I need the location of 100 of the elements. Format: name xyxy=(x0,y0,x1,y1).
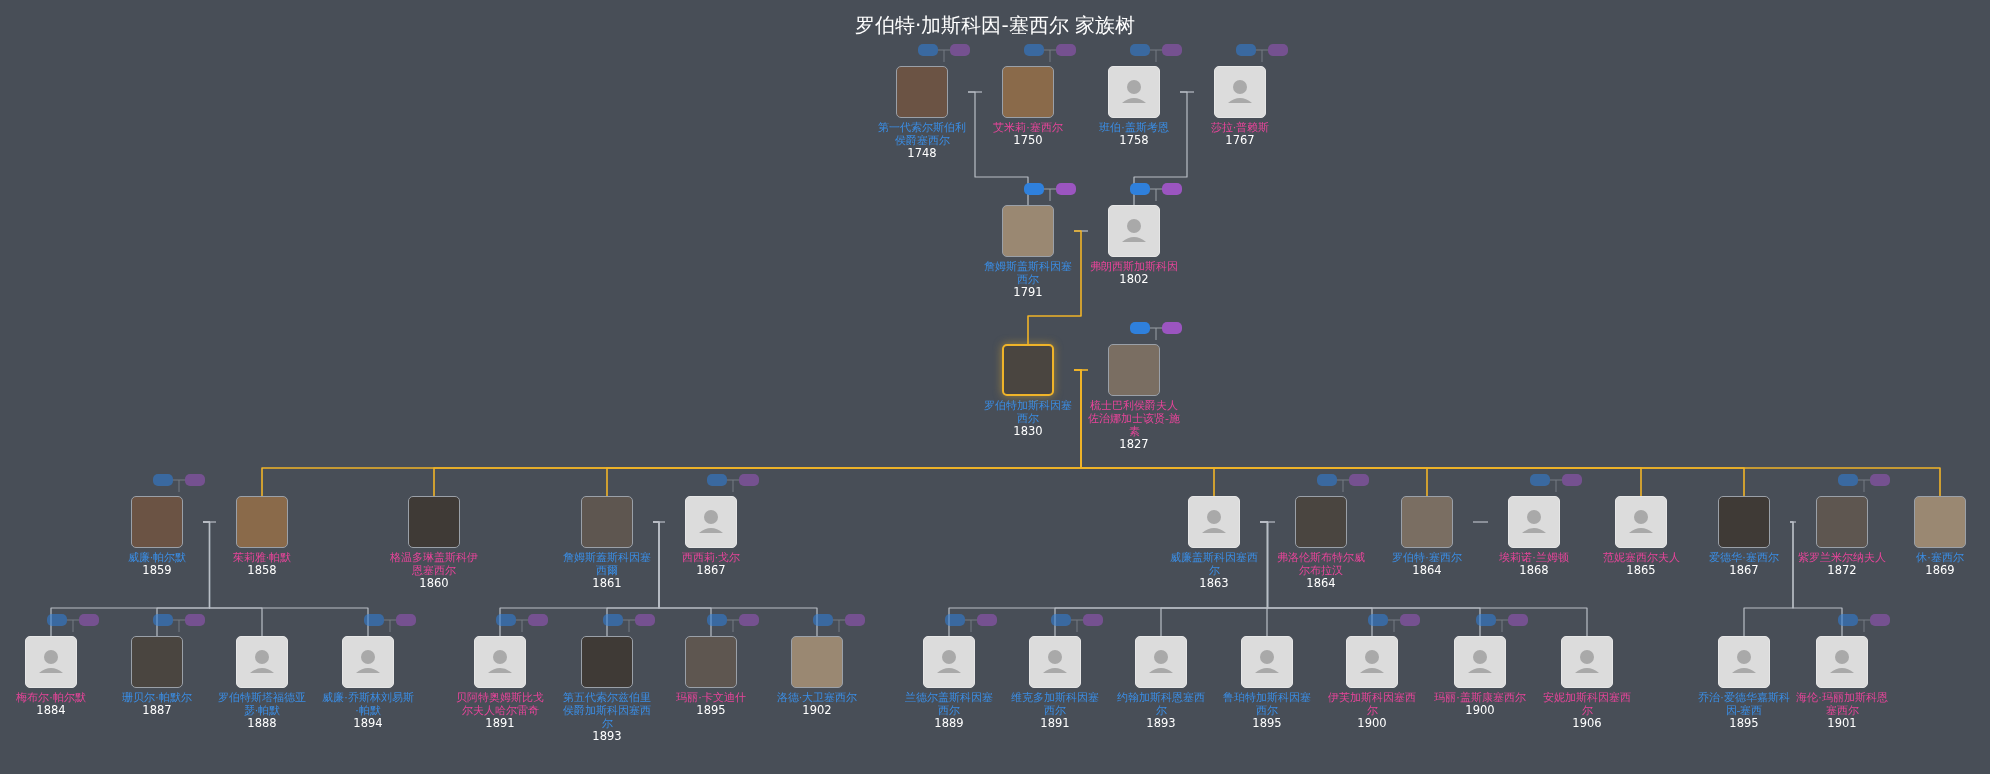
person-name: 弗朗西斯加斯科因 xyxy=(1089,260,1179,273)
person-card xyxy=(982,205,1074,299)
person-card xyxy=(1221,636,1313,730)
person-name: 威廉盖斯科因塞西尔 xyxy=(1169,551,1259,577)
person-card xyxy=(1698,636,1790,730)
birth-year: 1902 xyxy=(801,704,833,717)
person-name: 鲁珀特加斯科因塞西尔 xyxy=(1222,691,1312,717)
birth-year: 1891 xyxy=(484,717,516,730)
person-card xyxy=(1796,636,1888,730)
birth-year: 1861 xyxy=(591,577,623,590)
person-card xyxy=(1115,636,1207,730)
person-name: 班伯·盖斯考恩 xyxy=(1098,121,1170,134)
person-name: 玛丽·盖斯康塞西尔 xyxy=(1434,691,1526,704)
birth-year: 1901 xyxy=(1826,717,1858,730)
birth-year: 1791 xyxy=(1012,286,1044,299)
person-name: 玛丽·卡文迪什 xyxy=(675,691,747,704)
person-card xyxy=(322,636,414,730)
person-name: 伊芙加斯科因塞西尔 xyxy=(1327,691,1417,717)
birth-year: 1906 xyxy=(1571,717,1603,730)
diagram-title: 罗伯特·加斯科因-塞西尔 家族树 xyxy=(854,12,1136,39)
person-name: 珊贝尔·帕默尔 xyxy=(121,691,193,704)
person-card xyxy=(1275,496,1367,590)
person-card xyxy=(1434,636,1526,717)
family-connector xyxy=(652,521,818,637)
person-name: 罗伯特·塞西尔 xyxy=(1391,551,1463,564)
person-name: 安妮加斯科因塞西尔 xyxy=(1542,691,1632,717)
birth-year: 1900 xyxy=(1356,717,1388,730)
person-name: 爱德华·塞西尔 xyxy=(1708,551,1780,564)
person-name: 贝阿特奥姆斯比戈尔夫人哈尔雷奇 xyxy=(455,691,545,717)
person-name: 詹姆斯蓋斯科因塞西爾 xyxy=(562,551,652,577)
birth-year: 1750 xyxy=(1012,134,1044,147)
person-card xyxy=(1796,496,1888,577)
birth-year: 1860 xyxy=(418,577,450,590)
family-connector xyxy=(1472,521,1489,523)
person-name: 梳士巴利侯爵夫人佐治娜加士该贤-施素 xyxy=(1088,399,1180,438)
person-card xyxy=(1326,636,1418,730)
person-card xyxy=(1009,636,1101,730)
person-name: 乔治·爱德华嘉斯科因-塞西 xyxy=(1698,691,1790,717)
person-name: 格温多琳盖斯科伊恩塞西尔 xyxy=(389,551,479,577)
person-name: 詹姆斯盖斯科因塞西尔 xyxy=(983,260,1073,286)
person-name: 艾米莉·塞西尔 xyxy=(992,121,1064,134)
birth-year: 1830 xyxy=(1012,425,1044,438)
birth-year: 1827 xyxy=(1118,438,1150,451)
person-name: 兰德尔盖斯科因塞西尔 xyxy=(904,691,994,717)
birth-year: 1895 xyxy=(1251,717,1283,730)
birth-year: 1865 xyxy=(1625,564,1657,577)
person-name: 维克多加斯科因塞西尔 xyxy=(1010,691,1100,717)
family-connector xyxy=(1073,369,1941,497)
family-connector xyxy=(1259,521,1588,637)
person-name: 威廉·帕尔默 xyxy=(126,551,188,564)
person-name: 莎拉·普赖斯 xyxy=(1209,121,1271,134)
birth-year: 1872 xyxy=(1826,564,1858,577)
birth-year: 1887 xyxy=(141,704,173,717)
person-name: 茱莉雅·帕默 xyxy=(231,551,293,564)
family-connector xyxy=(1789,521,1843,637)
birth-year: 1889 xyxy=(933,717,965,730)
person-name: 弗洛伦斯布特尔威尔布拉汉 xyxy=(1276,551,1366,577)
birth-year: 1864 xyxy=(1411,564,1443,577)
person-name: 梅布尔·帕尔默 xyxy=(15,691,87,704)
person-name: 范妮塞西尔夫人 xyxy=(1601,551,1681,564)
person-card xyxy=(216,636,308,730)
birth-year: 1895 xyxy=(1728,717,1760,730)
person-card xyxy=(876,66,968,160)
person-name: 第一代索尔斯伯利侯爵塞西尔 xyxy=(877,121,967,147)
person-name: 约翰加斯科恩塞西尔 xyxy=(1116,691,1206,717)
family-connector xyxy=(1027,230,1082,345)
person-card xyxy=(388,496,480,590)
birth-year: 1893 xyxy=(1145,717,1177,730)
person-card xyxy=(1541,636,1633,730)
family-connector xyxy=(202,521,369,637)
person-card xyxy=(561,496,653,590)
person-name: 洛德·大卫塞西尔 xyxy=(775,691,859,704)
person-name: 海伦·玛丽加斯科恩塞西尔 xyxy=(1796,691,1888,717)
person-name: 西西莉·戈尔 xyxy=(680,551,742,564)
person-name: 紫罗兰米尔纳夫人 xyxy=(1797,551,1887,564)
person-card xyxy=(982,344,1074,438)
person-card xyxy=(561,636,653,743)
person-card xyxy=(1168,496,1260,590)
birth-year: 1767 xyxy=(1224,134,1256,147)
birth-year: 1867 xyxy=(695,564,727,577)
family-connector xyxy=(967,91,1029,206)
person-name: 第五代索尔兹伯里侯爵加斯科因塞西尔 xyxy=(562,691,652,730)
birth-year: 1868 xyxy=(1518,564,1550,577)
birth-year: 1758 xyxy=(1118,134,1150,147)
person-name: 休·塞西尔 xyxy=(1915,551,1965,564)
birth-year: 1895 xyxy=(695,704,727,717)
birth-year: 1863 xyxy=(1198,577,1230,590)
birth-year: 1869 xyxy=(1924,564,1956,577)
birth-year: 1858 xyxy=(246,564,278,577)
person-card xyxy=(454,636,546,730)
birth-year: 1864 xyxy=(1305,577,1337,590)
person-card xyxy=(903,636,995,730)
birth-year: 1893 xyxy=(591,730,623,743)
person-name: 埃莉诺·兰姆顿 xyxy=(1498,551,1570,564)
birth-year: 1859 xyxy=(141,564,173,577)
birth-year: 1884 xyxy=(35,704,67,717)
birth-year: 1802 xyxy=(1118,273,1150,286)
birth-year: 1867 xyxy=(1728,564,1760,577)
person-name: 罗伯特加斯科因塞西尔 xyxy=(983,399,1073,425)
person-name: 罗伯特斯塔福德亚瑟·帕默 xyxy=(217,691,307,717)
